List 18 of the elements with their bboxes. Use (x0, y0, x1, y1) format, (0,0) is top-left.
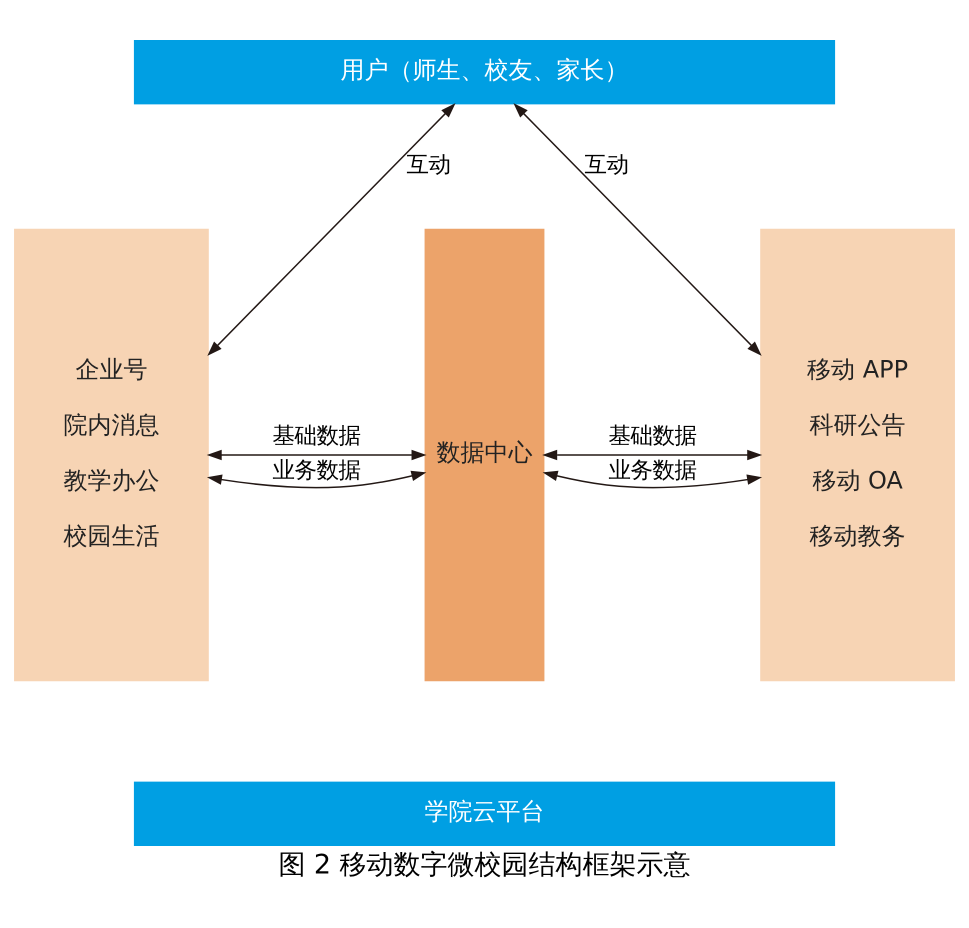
edge-label: 基础数据 (272, 423, 361, 450)
node-box: 用户（师生、校友、家长） (134, 40, 836, 104)
node-box: 数据中心 (424, 228, 544, 682)
arrow (206, 470, 426, 488)
edge-label: 业务数据 (608, 457, 696, 484)
node-box: 企业号 院内消息 教学办公 校园生活 (14, 228, 209, 682)
edge-label: 业务数据 (272, 457, 361, 484)
arrow (206, 450, 427, 460)
node-box: 学院云平台 (134, 782, 836, 846)
arrow (542, 470, 762, 488)
caption: 图 2 移动数字微校园结构框架示意 (278, 850, 691, 881)
edge-label: 互动 (406, 152, 450, 178)
node-box: 移动 APP 科研公告 移动 OA 移动教务 (760, 228, 955, 682)
edge-label: 基础数据 (608, 423, 696, 450)
arrow (542, 450, 762, 460)
arrow (207, 103, 456, 356)
edge-label: 互动 (584, 152, 629, 178)
arrow (513, 103, 762, 356)
